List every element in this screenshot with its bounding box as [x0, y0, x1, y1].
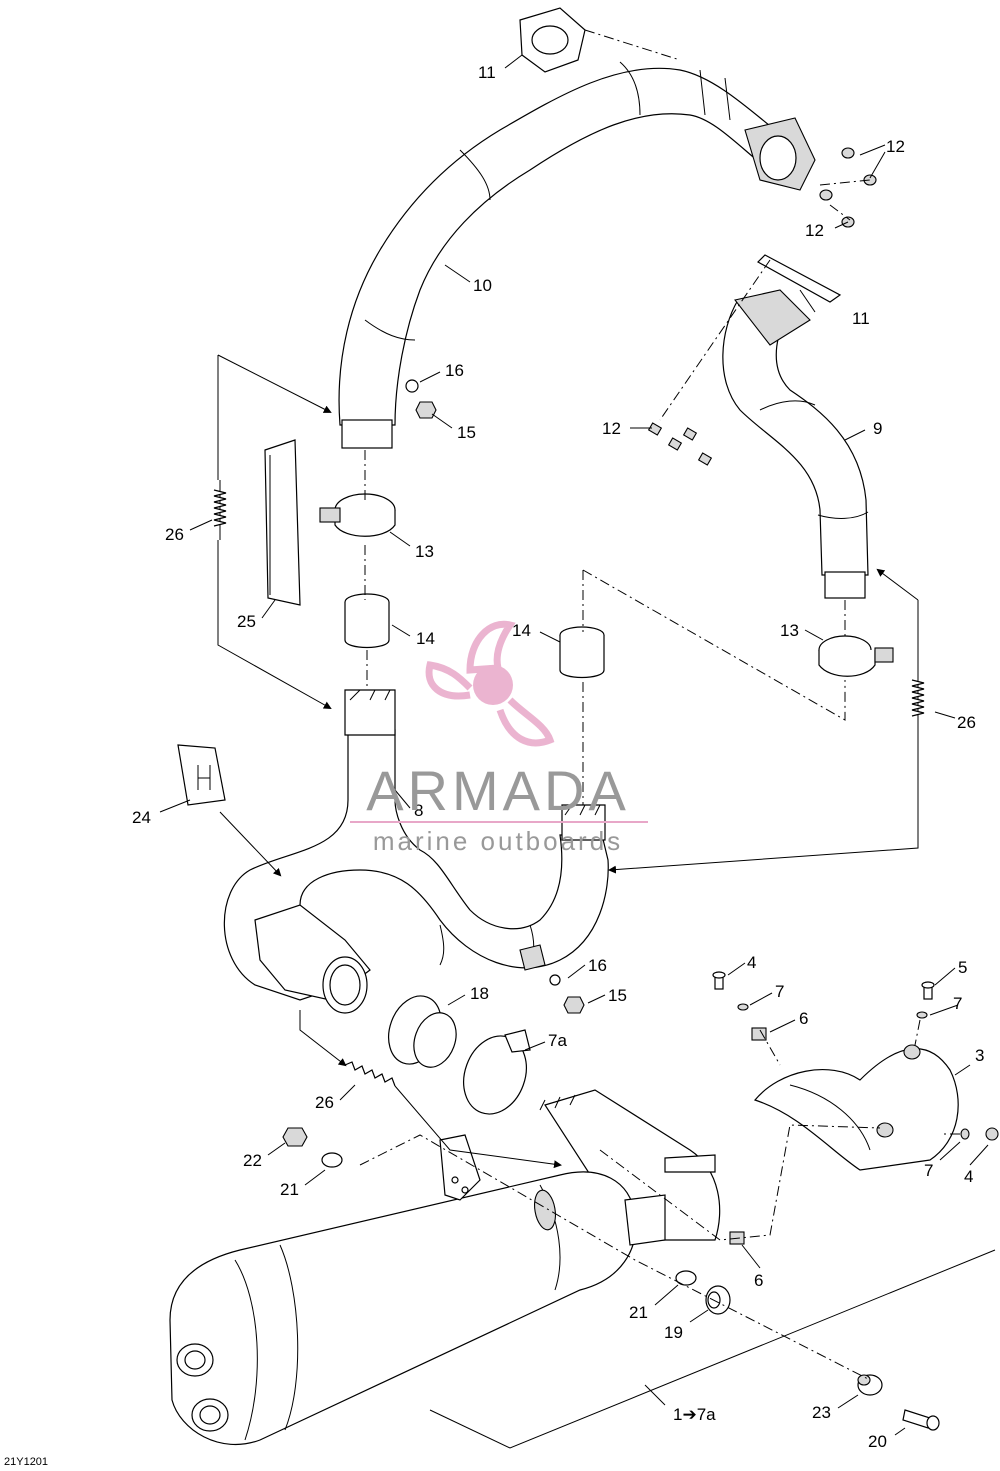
callout-4-lower: 4 [964, 1167, 973, 1186]
washer-7-top [737, 1003, 749, 1011]
nut-22 [282, 1127, 308, 1147]
clip-6-top [751, 1027, 767, 1041]
washer-7-lower [960, 1128, 970, 1140]
washer-16-mid [549, 974, 561, 986]
callout-15-mid: 15 [608, 986, 627, 1005]
watermark-brand: ARMADA [366, 759, 630, 822]
spacer-23 [857, 1374, 883, 1396]
callout-1-to-7a: 1➔7a [673, 1405, 716, 1424]
callout-7a: 7a [548, 1031, 567, 1050]
y-pipe-8 [223, 689, 609, 1014]
arrow-leaders [217, 354, 996, 1449]
heat-shield-25 [264, 439, 301, 606]
callout-7-lower: 7 [924, 1161, 933, 1180]
callout-10: 10 [473, 276, 492, 295]
callout-4-top: 4 [747, 953, 756, 972]
callout-18: 18 [470, 984, 489, 1003]
callout-6-top: 6 [799, 1009, 808, 1028]
callout-26-right: 26 [957, 713, 976, 732]
callout-leaders [159, 54, 989, 1436]
header-pipe-10 [338, 61, 816, 449]
callout-22: 22 [243, 1151, 262, 1170]
nuts-12-mid [647, 422, 713, 466]
sleeve-18 [388, 995, 457, 1068]
callout-5: 5 [958, 958, 967, 977]
callout-24: 24 [132, 808, 151, 827]
callout-26-left: 26 [165, 525, 184, 544]
clamp-7a [463, 1029, 531, 1115]
bolt-4-top [712, 971, 726, 990]
clamp-13-right [818, 635, 894, 677]
callout-21-left: 21 [280, 1180, 299, 1199]
clamp-13-left [319, 493, 396, 537]
nut-15-top [415, 401, 437, 419]
washer-7-right [916, 1011, 928, 1019]
callout-15-top: 15 [457, 423, 476, 442]
watermark-logo [425, 620, 555, 747]
nuts-12-top [819, 147, 877, 228]
bolt-4-lower [985, 1127, 999, 1141]
image-code: 21Y1201 [4, 1456, 48, 1468]
washer-21-right [675, 1270, 697, 1286]
callout-21-right: 21 [629, 1303, 648, 1322]
callout-6-lower: 6 [754, 1271, 763, 1290]
sleeve-14-left [344, 593, 390, 649]
callout-11-top: 11 [478, 63, 496, 82]
callout-7-top: 7 [775, 982, 784, 1001]
callout-26-bottom: 26 [315, 1093, 334, 1112]
assembly-lines [359, 29, 960, 1381]
callout-14-right: 14 [512, 621, 531, 640]
callout-12-mid: 12 [805, 221, 824, 240]
callout-8: 8 [414, 801, 423, 820]
spring-26-bottom [344, 1061, 396, 1087]
spring-26-left [213, 480, 227, 540]
callout-12-lower: 12 [602, 419, 621, 438]
callout-7-right: 7 [953, 994, 962, 1013]
callout-23: 23 [812, 1403, 831, 1422]
washer-21-left [321, 1152, 343, 1168]
callout-13-right: 13 [780, 621, 799, 640]
header-pipe-9 [722, 254, 869, 599]
watermark-tagline: marine outboards [373, 826, 623, 856]
heat-shield-3 [753, 1044, 959, 1171]
callout-11-right: 11 [852, 309, 870, 328]
muffler-1 [169, 1089, 721, 1446]
rubber-mount-24 [177, 744, 226, 806]
nut-15-mid [563, 996, 585, 1014]
callout-25: 25 [237, 612, 256, 631]
propeller-blade-icon [466, 620, 516, 674]
callout-16-top: 16 [445, 361, 464, 380]
callout-20: 20 [868, 1432, 887, 1451]
callout-12-top: 12 [886, 137, 905, 156]
callout-3: 3 [975, 1046, 984, 1065]
callout-14-left: 14 [416, 629, 435, 648]
spring-26-right [911, 670, 925, 730]
grommet-19 [705, 1285, 731, 1315]
propeller-hub-icon [473, 665, 513, 705]
bolt-5 [921, 981, 935, 1000]
gasket-11-top [519, 7, 586, 73]
washer-16-top [405, 379, 419, 393]
callout-19: 19 [664, 1323, 683, 1342]
bolt-20 [902, 1409, 940, 1431]
callout-13-left: 13 [415, 542, 434, 561]
callout-16-mid: 16 [588, 956, 607, 975]
callout-9: 9 [873, 419, 882, 438]
sleeve-14-right [559, 626, 605, 679]
